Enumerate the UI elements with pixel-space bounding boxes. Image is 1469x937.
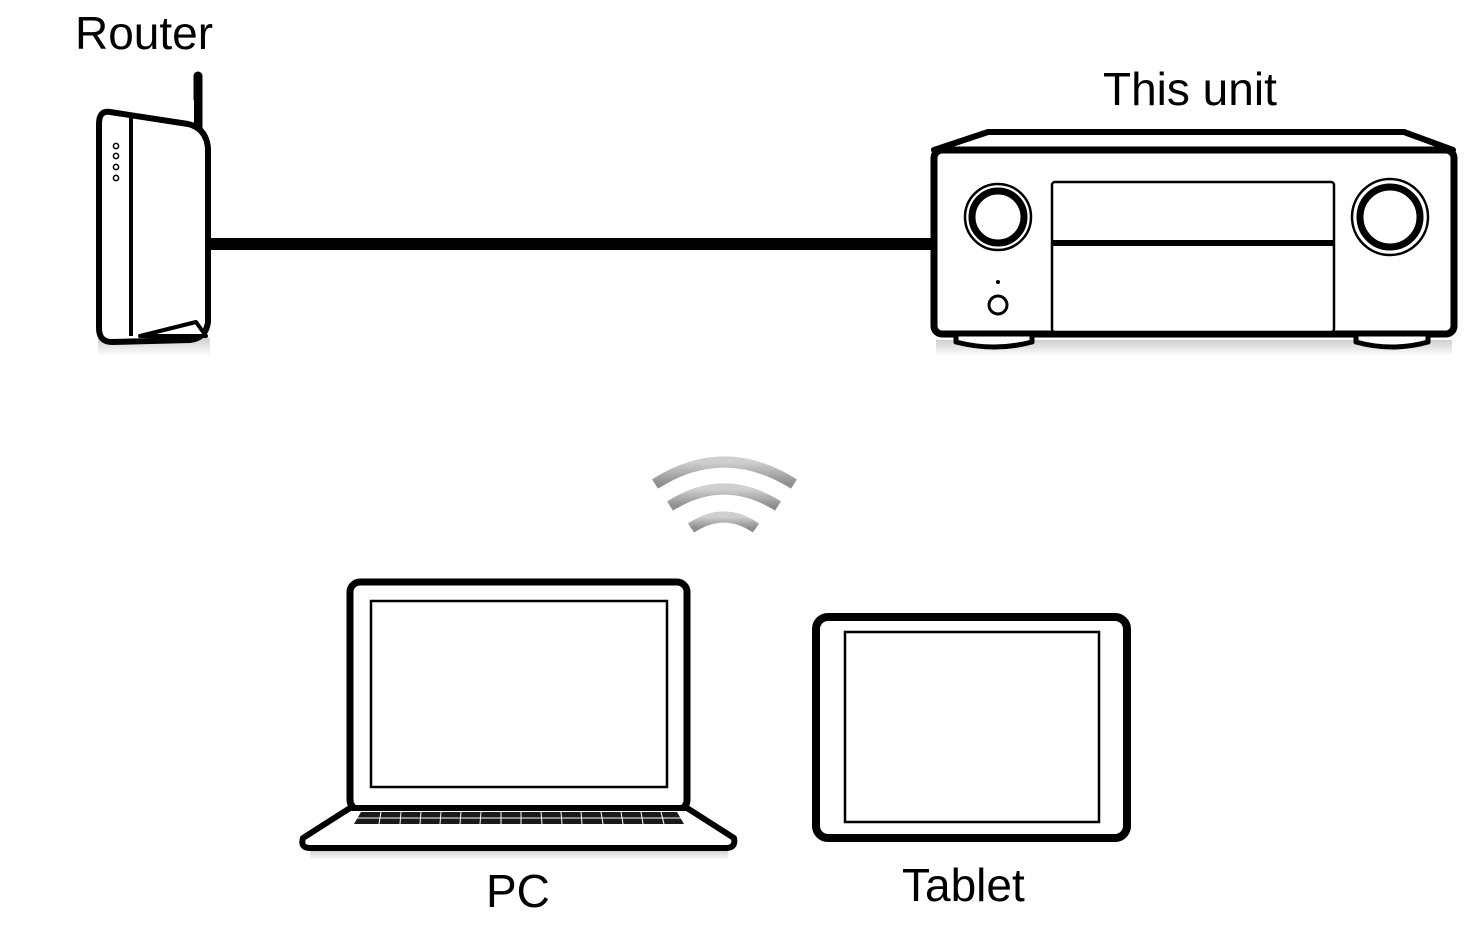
this-unit-label: This unit [1103,63,1277,115]
router-label: Router [75,7,214,59]
tablet-label: Tablet [902,859,1025,911]
router-icon [96,71,211,356]
laptop-icon [299,578,738,860]
wifi-signal-icon [652,456,797,533]
tablet-icon [812,613,1131,842]
av-receiver-icon [930,129,1458,356]
pc-label: PC [486,865,550,917]
